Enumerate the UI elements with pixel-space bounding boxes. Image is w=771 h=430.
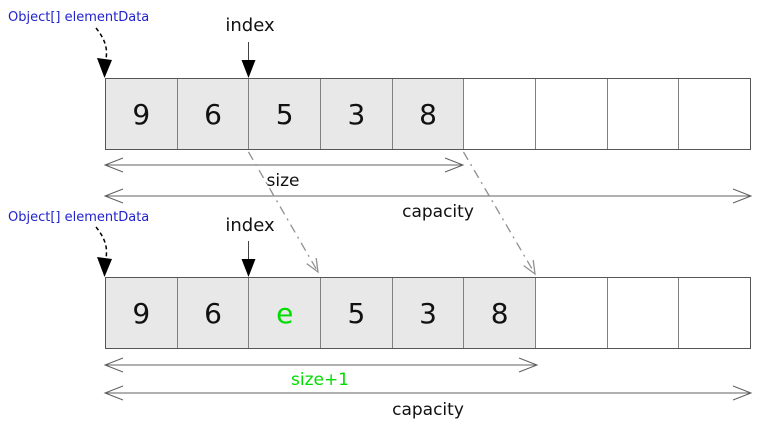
array-cell — [536, 278, 608, 348]
array-cell: 9 — [106, 278, 178, 348]
index-label-top: index — [225, 15, 275, 36]
array-cell: 8 — [392, 79, 465, 149]
array-cell: 3 — [321, 79, 393, 149]
size-plus-one-arrow — [103, 357, 539, 373]
capacity-label-bottom: capacity — [392, 400, 464, 420]
array-cell — [608, 79, 680, 149]
array-cell: 9 — [106, 79, 178, 149]
capacity-arrow-bottom — [103, 385, 753, 401]
array-cell: 5 — [321, 278, 393, 348]
shift-arrow-right — [462, 151, 536, 276]
array-cell — [536, 79, 608, 149]
array-cell: 3 — [392, 278, 465, 348]
elementdata-label-bottom: Object[] elementData — [8, 210, 150, 225]
index-label-bottom: index — [225, 215, 275, 236]
array-cell — [608, 278, 680, 348]
array-cell — [464, 79, 537, 149]
index-arrow-bottom — [241, 241, 256, 277]
shift-arrow-left — [247, 151, 319, 274]
size-plus-one-label: size+1 — [290, 370, 350, 390]
elementdata-label-top: Object[] elementData — [8, 10, 150, 25]
array-cell: 6 — [177, 278, 250, 348]
size-arrow-top — [103, 157, 465, 173]
elementdata-arrow-top — [95, 27, 112, 78]
array-cell: 5 — [249, 79, 322, 149]
capacity-label-top: capacity — [402, 202, 474, 222]
size-label-top: size — [266, 171, 300, 191]
elementdata-arrow-bottom — [95, 226, 112, 277]
array-cell: 6 — [177, 79, 250, 149]
array-cell — [679, 278, 750, 348]
array-cell: 8 — [464, 278, 537, 348]
index-arrow-top — [241, 42, 256, 78]
array-cell — [679, 79, 750, 149]
array-cell: e — [249, 278, 322, 348]
capacity-arrow-top — [103, 188, 753, 204]
